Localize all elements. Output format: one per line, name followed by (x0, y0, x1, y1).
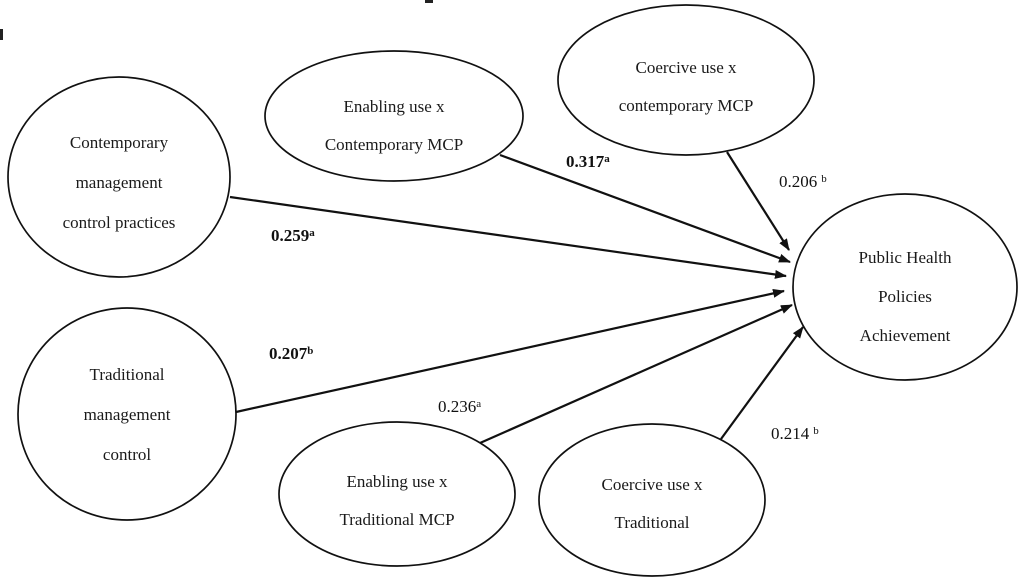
cropped-text-fragment-left (0, 29, 3, 40)
node-coercive-contemporary-ellipse (557, 4, 815, 156)
arrow-traditional-to-public-health (235, 288, 785, 414)
arrow-contemporary-to-public-health (229, 195, 787, 279)
coefficient-value: 0.207 (269, 344, 308, 363)
coefficient-value: 0.214 (771, 424, 810, 443)
coefficient-enabling-contemporary-path: 0.317a (566, 152, 610, 172)
coefficient-superscript: b (307, 345, 314, 357)
coefficient-value: 0.259 (271, 226, 310, 245)
node-contemporary-mcp-ellipse (7, 76, 231, 278)
node-coercive-traditional-ellipse (538, 423, 766, 577)
arrow-coercive-contemporary-to-public-health (726, 151, 790, 251)
arrow-enabling-contemporary-to-public-health (499, 153, 791, 264)
coefficient-superscript: b (821, 173, 827, 185)
coefficient-enabling-traditional-path: 0.236a (438, 397, 481, 417)
coefficient-value: 0.236 (438, 397, 477, 416)
node-traditional-mc-ellipse (17, 307, 237, 521)
coefficient-contemporary-path: 0.259a (271, 226, 315, 246)
arrow-enabling-traditional-to-public-health (479, 303, 793, 445)
node-enabling-traditional-ellipse (278, 421, 516, 567)
coefficient-superscript: a (604, 153, 610, 165)
coefficient-value: 0.206 (779, 172, 818, 191)
coefficient-superscript: a (476, 398, 482, 410)
coefficient-superscript: a (309, 227, 315, 239)
node-enabling-contemporary-ellipse (264, 50, 524, 182)
arrow-coercive-traditional-to-public-health (720, 326, 804, 440)
cropped-text-fragment-top (425, 0, 433, 3)
coefficient-value: 0.317 (566, 152, 605, 171)
coefficient-traditional-path: 0.207b (269, 344, 313, 364)
coefficient-superscript: b (813, 425, 819, 437)
node-public-health-ellipse (792, 193, 1018, 381)
